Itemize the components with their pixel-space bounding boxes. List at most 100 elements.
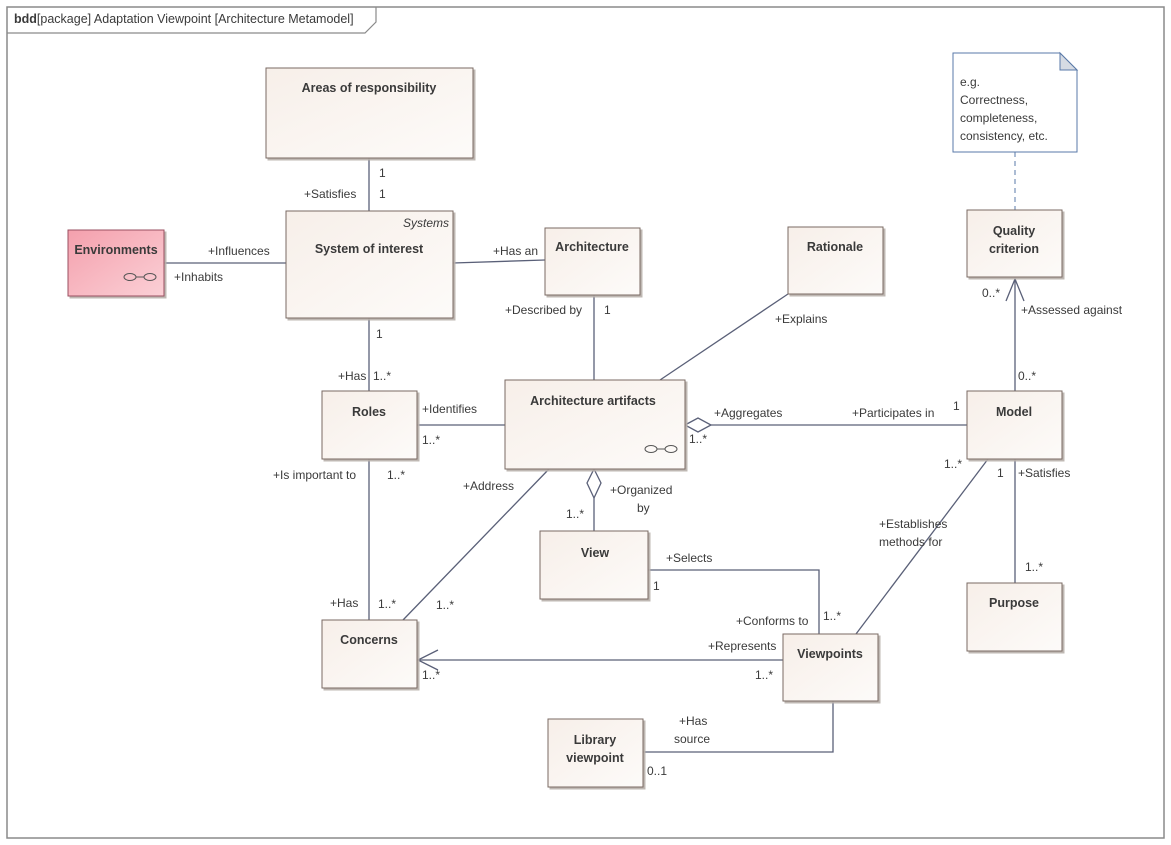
multiplicity-label: 1..* xyxy=(944,457,962,471)
block-title: Rationale xyxy=(807,240,863,254)
role-label: +Influences xyxy=(208,244,270,258)
aggregation-diamond-view xyxy=(586,467,602,500)
block-environments[interactable]: Environments xyxy=(67,229,165,297)
edge-library-viewpoints[interactable] xyxy=(643,701,834,753)
composite-icon xyxy=(644,445,678,453)
multiplicity-label: 1..* xyxy=(1025,560,1043,574)
role-label: +Establishes xyxy=(879,517,947,531)
multiplicity-label: 1 xyxy=(379,187,386,201)
role-label: +Assessed against xyxy=(1021,303,1123,317)
multiplicity-label: 1 xyxy=(653,579,660,593)
role-label: by xyxy=(637,501,650,515)
block-concerns[interactable]: Concerns xyxy=(321,619,418,689)
note-line-2: Correctness, xyxy=(960,93,1028,107)
block-viewpoints[interactable]: Viewpoints xyxy=(782,633,879,702)
role-label: source xyxy=(674,732,710,746)
block-title: Areas of responsibility xyxy=(302,81,437,95)
block-title: Environments xyxy=(74,243,157,257)
block-title-line1: Library xyxy=(574,733,616,747)
multiplicity-label: 1..* xyxy=(823,609,841,623)
multiplicity-label: 1..* xyxy=(422,668,440,682)
svg-text:bdd[package] Adaptation Viewpo: bdd[package] Adaptation Viewpoint [Archi… xyxy=(14,12,354,26)
edge-system-architecture[interactable] xyxy=(452,259,546,264)
role-label: +Participates in xyxy=(852,406,934,420)
multiplicity-label: 1 xyxy=(604,303,611,317)
note-line-3: completeness, xyxy=(960,111,1037,125)
block-areas-of-responsibility[interactable]: Areas of responsibility xyxy=(265,67,474,159)
note-line-4: consistency, etc. xyxy=(960,129,1048,143)
block-title: Architecture artifacts xyxy=(530,394,656,408)
role-label: +Represents xyxy=(708,639,776,653)
multiplicity-label: 1..* xyxy=(378,597,396,611)
block-title: View xyxy=(581,546,610,560)
role-label: +Has xyxy=(679,714,707,728)
arrowhead-quality xyxy=(1005,277,1025,302)
role-label: +Satisfies xyxy=(1018,466,1070,480)
multiplicity-label: 1..* xyxy=(422,433,440,447)
role-label: +Aggregates xyxy=(714,406,782,420)
edge-model-viewpoints[interactable] xyxy=(855,458,989,635)
aggregation-diamond-model xyxy=(683,417,713,433)
role-label: +Satisfies xyxy=(304,187,356,201)
composite-icon xyxy=(123,273,157,281)
arrowhead-concerns xyxy=(416,649,439,671)
block-architecture-artifacts[interactable]: Architecture artifacts xyxy=(504,379,686,470)
role-label: +Address xyxy=(463,479,514,493)
role-label: +Organized xyxy=(610,483,672,497)
edge-artifacts-concerns[interactable] xyxy=(402,468,550,621)
block-rationale[interactable]: Rationale xyxy=(787,226,884,295)
multiplicity-label: 1 xyxy=(376,327,383,341)
multiplicity-label: 1..* xyxy=(755,668,773,682)
edge-labels: 1 1 +Satisfies +Influences +Inhabits +Ha… xyxy=(174,166,1123,778)
multiplicity-label: 1..* xyxy=(436,598,454,612)
frame-title: [package] Adaptation Viewpoint [Architec… xyxy=(37,12,354,26)
block-title: Viewpoints xyxy=(797,647,863,661)
multiplicity-label: 1..* xyxy=(387,468,405,482)
diagram-frame: bdd[package] Adaptation Viewpoint [Archi… xyxy=(6,6,1165,839)
multiplicity-label: 1..* xyxy=(689,432,707,446)
edge-view-viewpoints[interactable] xyxy=(648,569,820,634)
block-library-viewpoint[interactable]: Library viewpoint xyxy=(547,718,644,788)
block-model[interactable]: Model xyxy=(966,390,1063,460)
frame-kind: bdd xyxy=(14,12,37,26)
block-title-line1: Quality xyxy=(993,224,1035,238)
multiplicity-label: 0..* xyxy=(982,286,1000,300)
role-label: +Has an xyxy=(493,244,538,258)
role-label: +Is important to xyxy=(273,468,356,482)
multiplicity-label: 1 xyxy=(953,399,960,413)
block-roles[interactable]: Roles xyxy=(321,390,418,460)
role-label: +Inhabits xyxy=(174,270,223,284)
block-quality-criterion[interactable]: Quality criterion xyxy=(966,209,1063,278)
block-title-line2: criterion xyxy=(989,242,1039,256)
role-label: +Selects xyxy=(666,551,712,565)
block-title-line2: viewpoint xyxy=(566,751,624,765)
connectors xyxy=(164,152,1025,753)
note-quality-examples[interactable]: e.g. Correctness, completeness, consiste… xyxy=(952,51,1079,153)
block-title: Concerns xyxy=(340,633,398,647)
block-architecture[interactable]: Architecture xyxy=(544,227,641,296)
multiplicity-label: 0..1 xyxy=(647,764,667,778)
role-label: +Has xyxy=(330,596,358,610)
multiplicity-label: 1..* xyxy=(373,369,391,383)
note-line-1: e.g. xyxy=(960,75,980,89)
role-label: +Described by xyxy=(505,303,582,317)
role-label: methods for xyxy=(879,535,942,549)
block-title: System of interest xyxy=(315,242,424,256)
role-label: +Has xyxy=(338,369,366,383)
edge-rationale-artifacts[interactable] xyxy=(659,293,789,381)
block-title: Architecture xyxy=(555,240,629,254)
block-system-of-interest[interactable]: Systems System of interest xyxy=(285,210,454,319)
block-view[interactable]: View xyxy=(539,530,649,600)
block-purpose[interactable]: Purpose xyxy=(966,582,1063,652)
block-title: Purpose xyxy=(989,596,1039,610)
role-label: +Identifies xyxy=(422,402,477,416)
multiplicity-label: 1 xyxy=(997,466,1004,480)
multiplicity-label: 1 xyxy=(379,166,386,180)
block-title: Model xyxy=(996,405,1032,419)
role-label: +Conforms to xyxy=(736,614,809,628)
block-title: Roles xyxy=(352,405,386,419)
block-stereotype: Systems xyxy=(403,216,449,230)
multiplicity-label: 1..* xyxy=(566,507,584,521)
role-label: +Explains xyxy=(775,312,827,326)
